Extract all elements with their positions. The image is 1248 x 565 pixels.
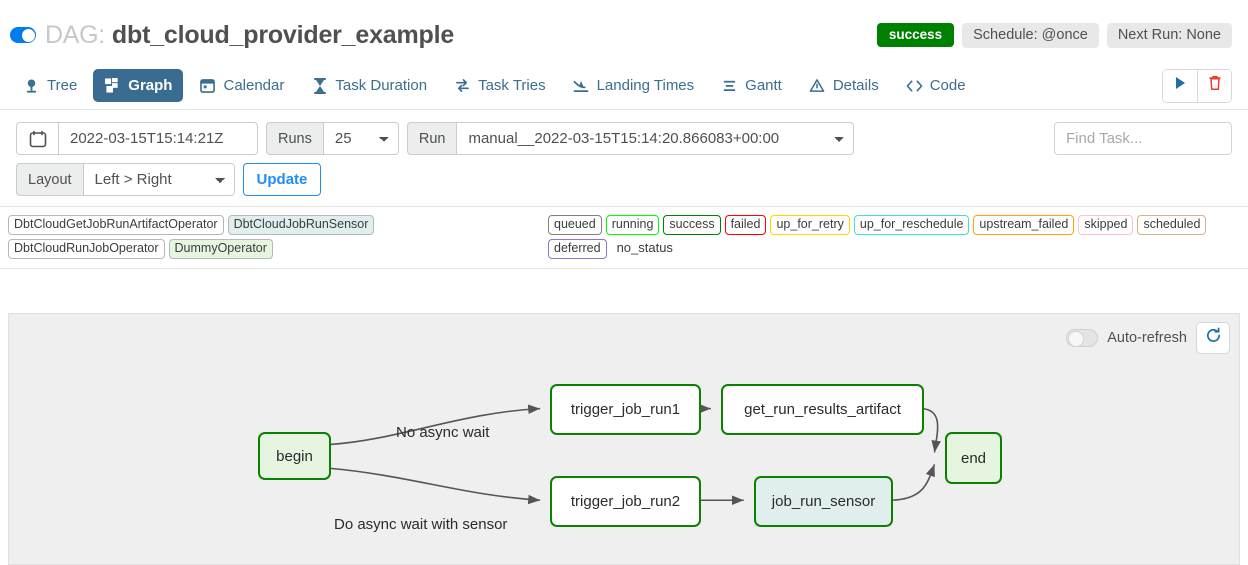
auto-refresh-toggle[interactable] <box>1066 329 1099 347</box>
delete-dag-button[interactable] <box>1197 69 1231 102</box>
tab-label: Task Tries <box>478 77 546 94</box>
calendar-icon <box>199 77 216 94</box>
state-legend-badge[interactable]: success <box>663 215 721 235</box>
tab-label: Graph <box>128 77 173 94</box>
next-run-badge: Next Run: None <box>1106 22 1232 48</box>
runs-group: Runs 25 <box>266 122 399 155</box>
status-badge: success <box>876 23 955 47</box>
search-input[interactable] <box>1054 122 1232 155</box>
tab-label: Landing Times <box>596 77 695 94</box>
warning-triangle-icon <box>809 77 826 94</box>
base-date-group: 2022-03-15T15:14:21Z <box>16 122 258 155</box>
trigger-dag-button[interactable] <box>1163 69 1197 102</box>
dag-header: DAG: dbt_cloud_provider_example success … <box>0 0 1248 62</box>
dag-pause-toggle-icon[interactable] <box>10 27 36 43</box>
layout-label: Layout <box>16 163 83 196</box>
refresh-icon <box>1205 327 1222 349</box>
auto-refresh-group: Auto-refresh <box>1066 322 1230 354</box>
tab-code[interactable]: Code <box>895 69 977 102</box>
operator-legend-badge[interactable]: DbtCloudGetJobRunArtifactOperator <box>8 215 224 235</box>
state-legend-badge[interactable]: queued <box>548 215 602 235</box>
graph-node-begin[interactable]: begin <box>258 432 331 480</box>
graph-node-get_run_results_artifact[interactable]: get_run_results_artifact <box>721 384 924 435</box>
tab-label: Task Duration <box>335 77 428 94</box>
tab-task-duration[interactable]: Task Duration <box>300 69 438 102</box>
state-legend-badge[interactable]: running <box>605 215 660 235</box>
graph-edges <box>330 403 941 506</box>
code-brackets-icon <box>906 77 923 94</box>
state-legend-badge[interactable]: up_for_reschedule <box>853 215 970 235</box>
header-status-group: success Schedule: @once Next Run: None <box>876 22 1232 48</box>
graph-icon <box>104 77 121 94</box>
tab-label: Calendar <box>223 77 285 94</box>
state-legend-badge[interactable]: deferred <box>548 239 607 259</box>
tab-gantt[interactable]: Gantt <box>710 69 793 102</box>
landing-icon <box>573 77 590 94</box>
base-date-input[interactable]: 2022-03-15T15:14:21Z <box>58 122 258 155</box>
graph-node-trigger_job_run1[interactable]: trigger_job_run1 <box>550 384 701 435</box>
layout-group: Layout Left > Right <box>16 163 235 196</box>
state-legend-badge[interactable]: failed <box>724 215 767 235</box>
state-legend-badge[interactable]: scheduled <box>1137 215 1207 235</box>
gantt-icon <box>721 77 738 94</box>
tab-landing-times[interactable]: Landing Times <box>562 69 706 102</box>
tree-icon <box>23 77 40 94</box>
tab-graph[interactable]: Graph <box>93 69 184 102</box>
auto-refresh-label: Auto-refresh <box>1107 330 1187 346</box>
state-legend-badge[interactable]: upstream_failed <box>973 215 1075 235</box>
operator-legend-badge[interactable]: DbtCloudJobRunSensor <box>227 215 375 235</box>
runs-select[interactable]: 25 <box>322 122 399 155</box>
state-legend-badge[interactable]: skipped <box>1078 215 1134 235</box>
page-title: dbt_cloud_provider_example <box>111 20 455 49</box>
tab-task-tries[interactable]: Task Tries <box>443 69 557 102</box>
graph-node-job_run_sensor[interactable]: job_run_sensor <box>754 476 893 527</box>
runs-label: Runs <box>266 122 323 155</box>
retry-icon <box>454 77 471 94</box>
tab-calendar[interactable]: Calendar <box>188 69 295 102</box>
graph-node-trigger_job_run2[interactable]: trigger_job_run2 <box>550 476 701 527</box>
tab-label: Gantt <box>745 77 782 94</box>
tab-tree[interactable]: Tree <box>12 69 88 102</box>
dag-prefix-label: DAG: <box>45 20 105 49</box>
state-legend-badge[interactable]: up_for_retry <box>770 215 850 235</box>
play-icon <box>1174 76 1187 95</box>
tab-label: Code <box>929 77 966 94</box>
hourglass-icon <box>311 77 328 94</box>
tab-label: Tree <box>47 77 78 94</box>
tab-label: Details <box>832 77 879 94</box>
operator-legend-badge[interactable]: DbtCloudRunJobOperator <box>8 239 165 259</box>
controls-row-2: Layout Left > Right Update <box>16 163 1232 196</box>
run-label: Run <box>406 122 457 155</box>
update-button[interactable]: Update <box>242 163 322 196</box>
calendar-picker-icon[interactable] <box>16 122 58 155</box>
operator-legend-badge[interactable]: DummyOperator <box>168 239 273 259</box>
layout-select[interactable]: Left > Right <box>82 163 235 196</box>
tab-details[interactable]: Details <box>798 69 890 102</box>
view-tabs: Tree Graph Calendar Task Duration Task T… <box>0 62 1248 110</box>
dag-action-buttons <box>1162 68 1232 103</box>
schedule-badge[interactable]: Schedule: @once <box>962 22 1099 48</box>
graph-controls: 2022-03-15T15:14:21Z Runs 25 Run manual_… <box>0 110 1248 207</box>
controls-row-1: 2022-03-15T15:14:21Z Runs 25 Run manual_… <box>16 122 1232 155</box>
trash-icon <box>1208 75 1222 96</box>
run-select[interactable]: manual__2022-03-15T15:14:20.866083+00:00 <box>456 122 855 155</box>
base-date-value: 2022-03-15T15:14:21Z <box>70 130 224 147</box>
graph-node-end[interactable]: end <box>945 432 1002 484</box>
refresh-button[interactable] <box>1196 322 1230 354</box>
no-status-label: no_status <box>616 240 673 255</box>
run-group: Run manual__2022-03-15T15:14:20.866083+0… <box>406 122 855 155</box>
